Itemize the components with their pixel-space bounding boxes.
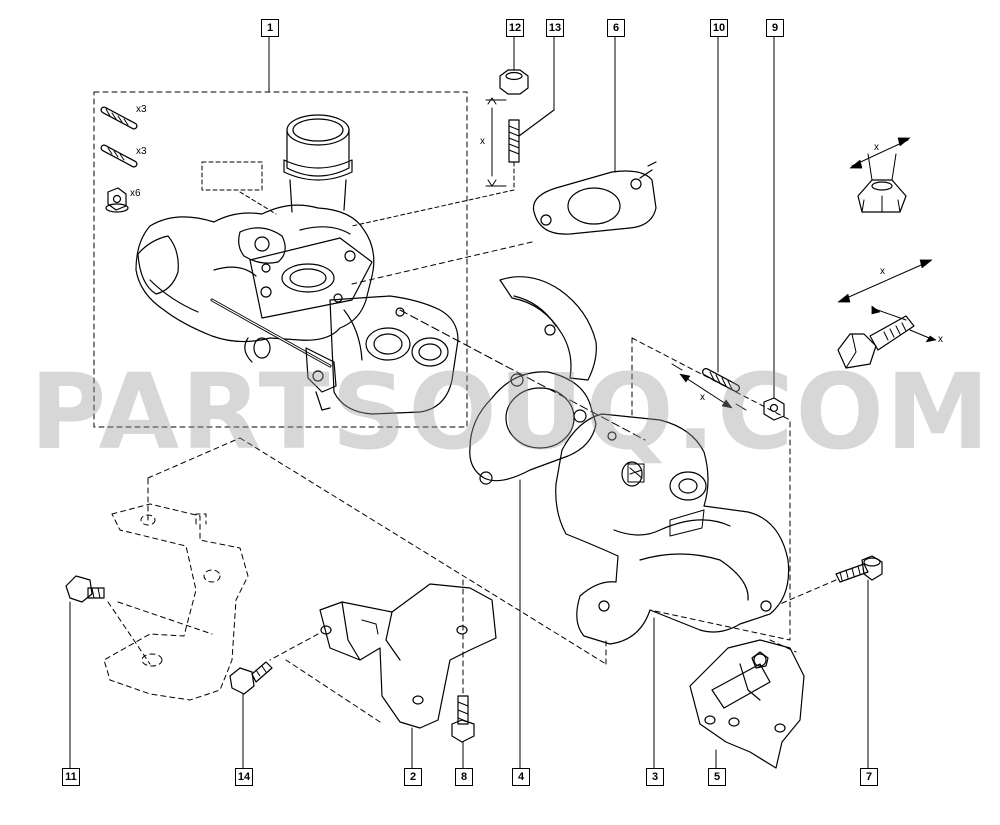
gasket-4 <box>469 371 597 769</box>
flange-nut-group <box>105 187 129 213</box>
qty-nut: x6 <box>130 188 141 199</box>
stud-short-group <box>100 144 138 168</box>
callout-6[interactable]: 6 <box>607 19 625 37</box>
callout-2[interactable]: 2 <box>404 768 422 786</box>
callout-13[interactable]: 13 <box>546 19 564 37</box>
nut-12 <box>499 35 529 95</box>
bracket-11-ghost <box>103 437 607 701</box>
nut-9 <box>763 35 785 421</box>
callout-3[interactable]: 3 <box>646 768 664 786</box>
turbo-flange <box>249 237 373 319</box>
stud-10 <box>702 35 740 392</box>
callout-1[interactable]: 1 <box>261 19 279 37</box>
callout-9[interactable]: 9 <box>766 19 784 37</box>
callout-7[interactable]: 7 <box>860 768 878 786</box>
detail-bolt <box>837 259 937 369</box>
dim-label-nut-detail: x <box>874 142 879 153</box>
dim-label-stud-13: x <box>480 136 485 147</box>
callout-10[interactable]: 10 <box>710 19 728 37</box>
turbo-kit-boundary <box>93 91 468 428</box>
stud-13 <box>351 35 555 227</box>
stud-long-group <box>100 106 138 130</box>
qty-stud-short: x3 <box>136 146 147 157</box>
bolt-14 <box>229 661 273 769</box>
turbocharger <box>135 114 459 415</box>
dim-label-stud-10: x <box>700 392 705 403</box>
callout-5[interactable]: 5 <box>708 768 726 786</box>
detail-nut <box>849 137 911 213</box>
callout-14[interactable]: 14 <box>235 768 253 786</box>
bolt-8 <box>451 579 475 769</box>
bracket-5 <box>689 639 805 769</box>
heat-shield <box>499 276 597 381</box>
exhaust-manifold <box>555 413 790 769</box>
bolt-7 <box>779 555 883 769</box>
gasket-6 <box>351 35 657 285</box>
dim-label-bolt-detail-2: x <box>938 334 943 345</box>
bolt-11 <box>65 575 105 769</box>
callout-12[interactable]: 12 <box>506 19 524 37</box>
qty-stud-long: x3 <box>136 104 147 115</box>
bracket-2 <box>269 583 497 769</box>
callout-8[interactable]: 8 <box>455 768 473 786</box>
callout-4[interactable]: 4 <box>512 768 530 786</box>
callout-11[interactable]: 11 <box>62 768 80 786</box>
dim-label-bolt-detail: x <box>880 266 885 277</box>
